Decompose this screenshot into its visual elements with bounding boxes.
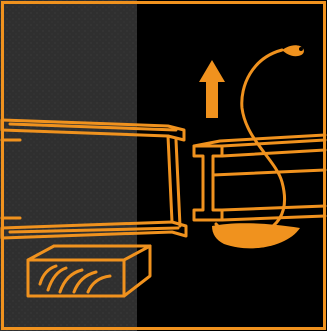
- left-panel: [0, 0, 137, 331]
